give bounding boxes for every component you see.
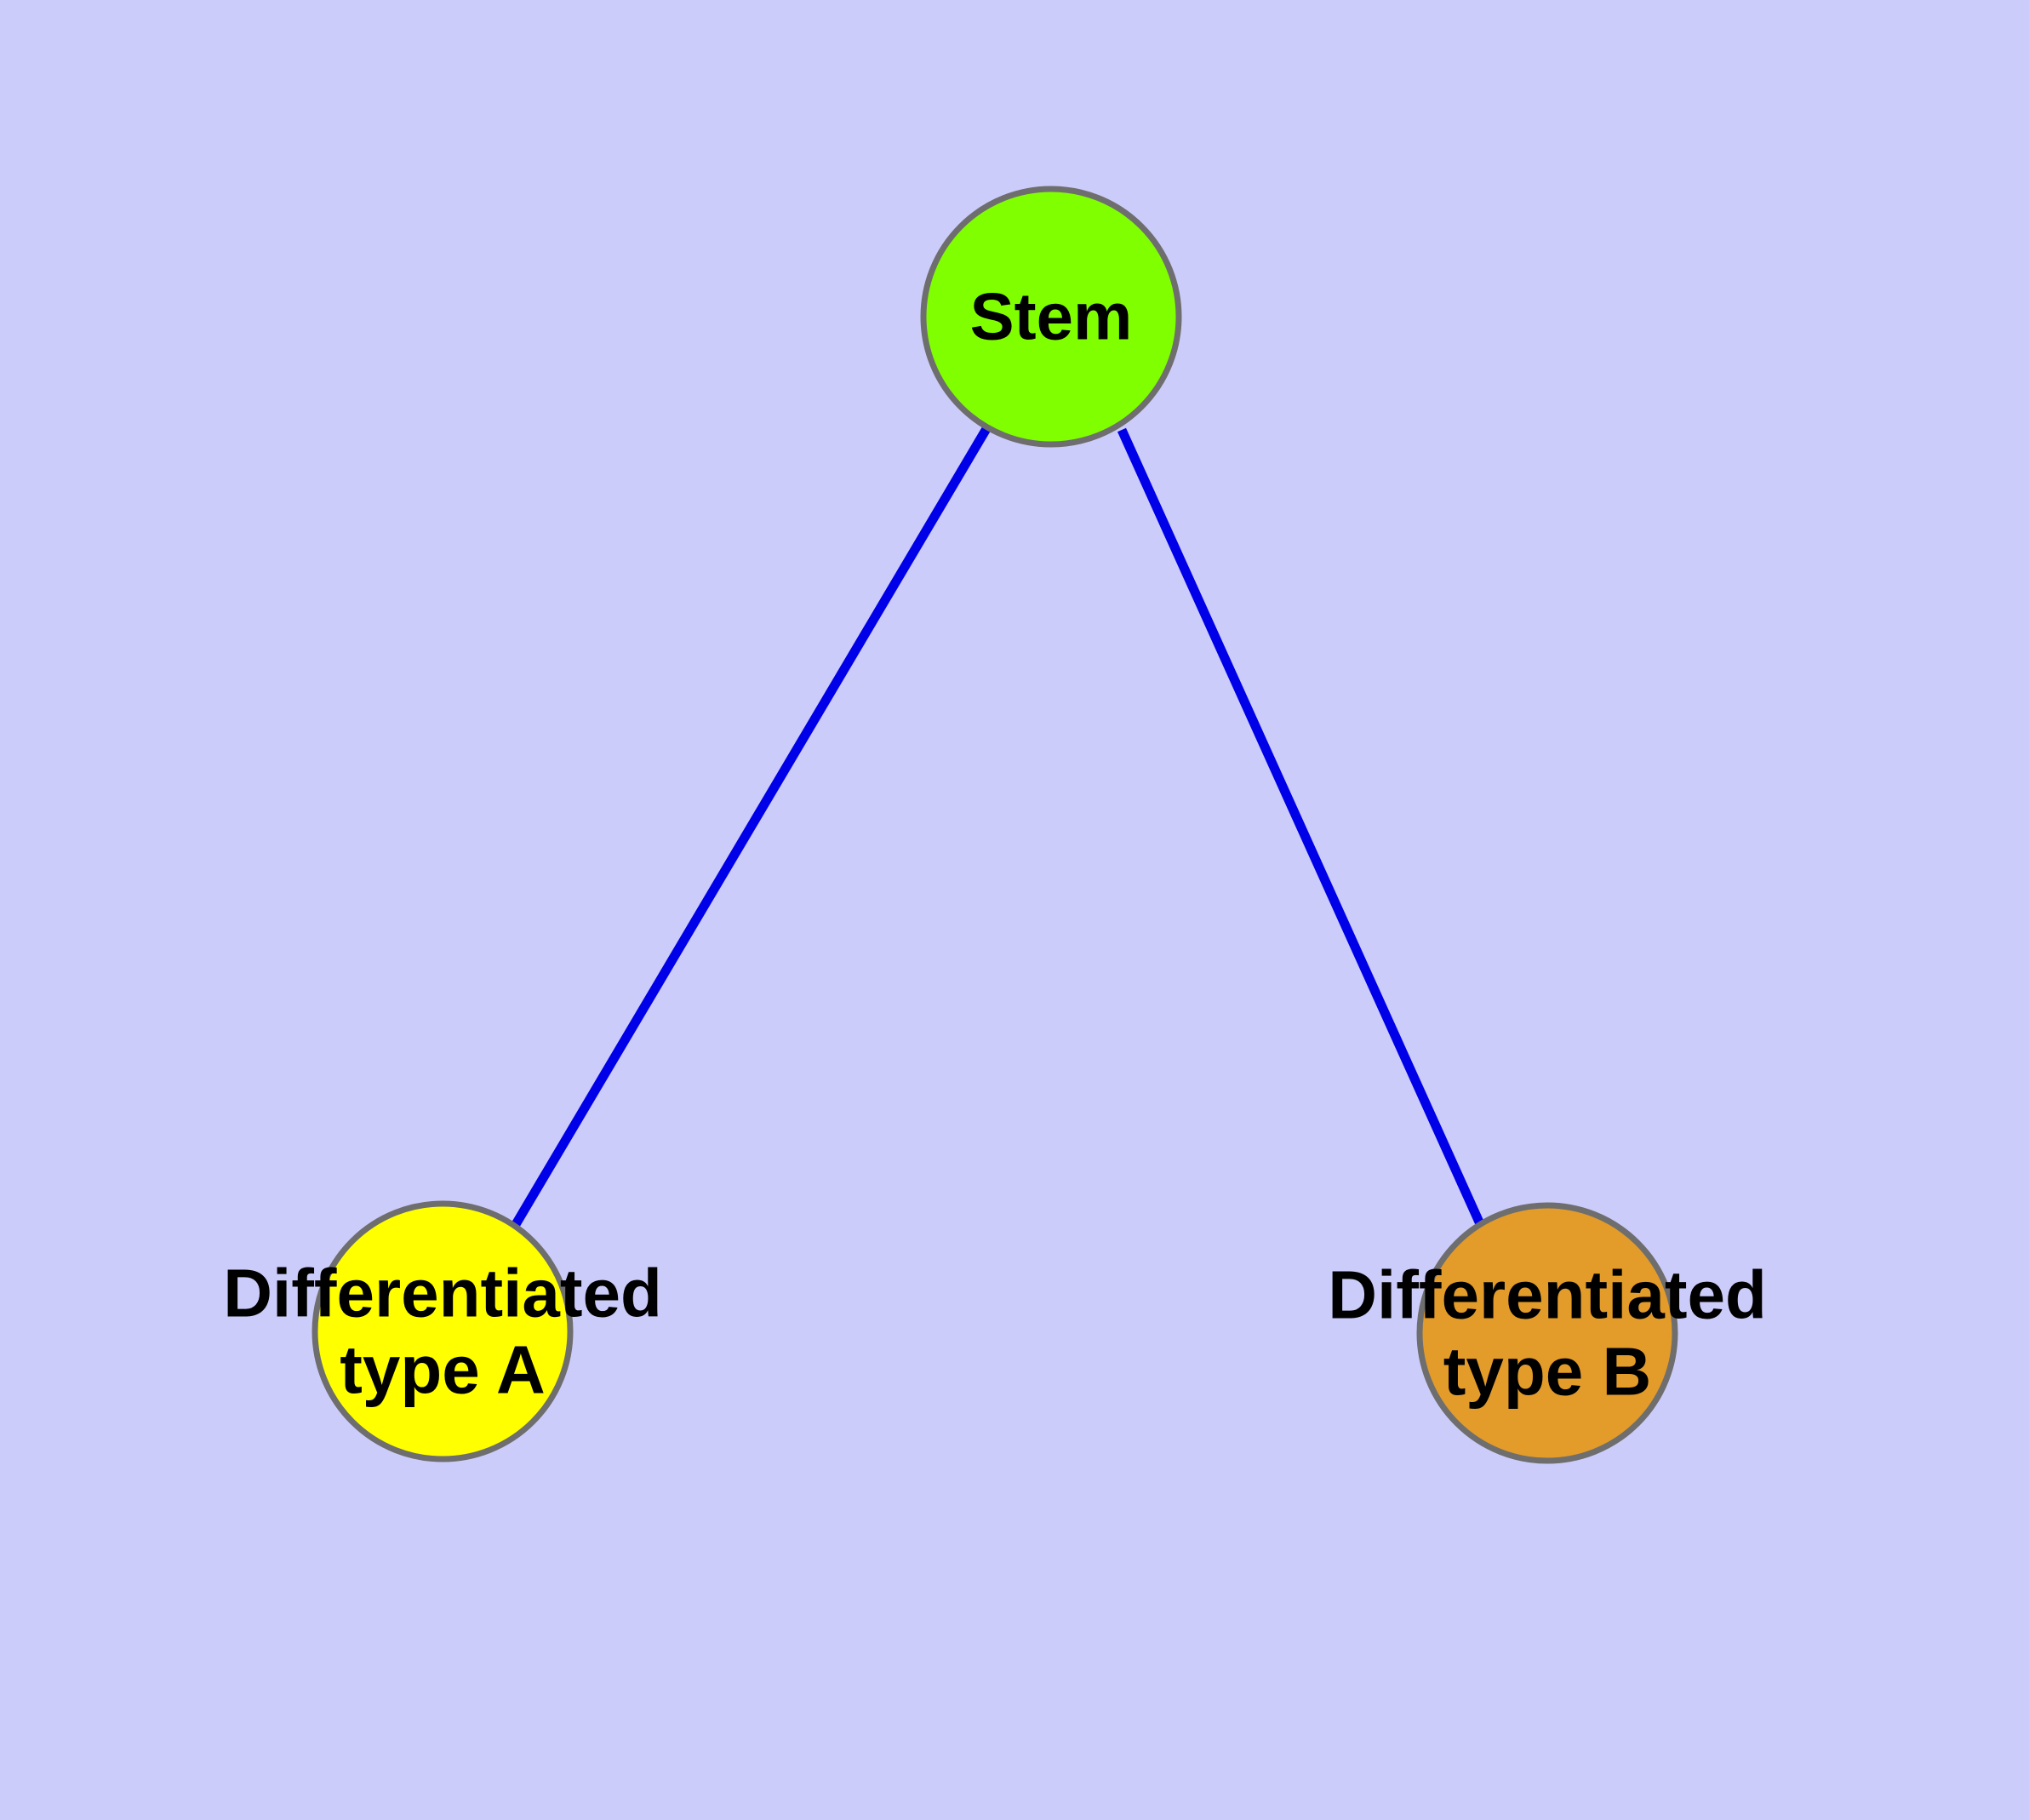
node-circle-diff_b[interactable]	[1416, 1202, 1678, 1464]
edge-stem-to-diff_b[interactable]	[1117, 427, 1486, 1228]
edges-group	[511, 425, 1486, 1228]
edge-stem-to-diff_a[interactable]	[511, 425, 992, 1228]
node-circle-diff_a[interactable]	[311, 1200, 574, 1462]
nodes-group	[311, 186, 1678, 1464]
node-circle-stem[interactable]	[920, 186, 1182, 448]
